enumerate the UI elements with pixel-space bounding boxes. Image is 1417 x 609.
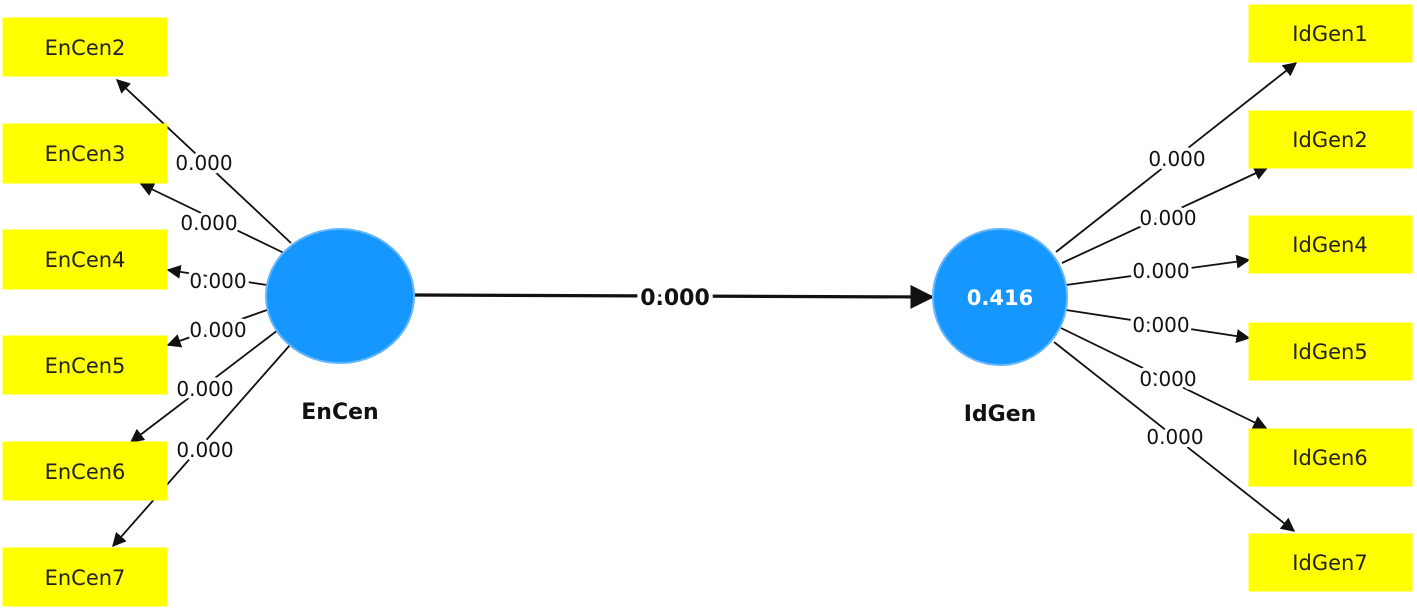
indicator-encen6[interactable]: EnCen6 bbox=[2, 441, 168, 501]
construct-idgen-value: 0.416 bbox=[967, 286, 1033, 310]
loading-arrow-encen5 bbox=[166, 309, 268, 348]
construct-encen-label: EnCen bbox=[301, 400, 378, 425]
indicator-label: IdGen6 bbox=[1292, 446, 1367, 470]
path-coefficient: 0.000 bbox=[640, 286, 710, 311]
loading-value-idgen7: 0.000 bbox=[1146, 425, 1203, 449]
indicator-encen4[interactable]: EnCen4 bbox=[2, 229, 168, 290]
indicator-label: EnCen7 bbox=[45, 566, 126, 590]
loading-value-idgen4: 0.000 bbox=[1132, 259, 1189, 283]
indicator-idgen1[interactable]: IdGen1 bbox=[1248, 4, 1413, 63]
indicator-encen5[interactable]: EnCen5 bbox=[2, 335, 168, 395]
loading-value-idgen2: 0.000 bbox=[1139, 206, 1196, 230]
loading-arrow-idgen2 bbox=[1061, 166, 1269, 264]
indicator-idgen4[interactable]: IdGen4 bbox=[1248, 215, 1413, 274]
loading-arrow-idgen5 bbox=[1065, 309, 1251, 344]
idgen-loadings: 0.000 0.000 0.000 0.000 0.000 0.000 bbox=[1053, 62, 1298, 532]
construct-encen-circle[interactable] bbox=[265, 228, 415, 364]
indicator-encen2[interactable]: EnCen2 bbox=[2, 17, 168, 77]
loading-arrow-encen2 bbox=[115, 79, 292, 244]
indicator-label: IdGen4 bbox=[1292, 233, 1367, 257]
idgen-indicators: IdGen1 IdGen2 IdGen4 IdGen5 IdGen6 IdGen… bbox=[1248, 4, 1413, 592]
indicator-label: EnCen3 bbox=[45, 142, 126, 166]
indicator-label: EnCen4 bbox=[45, 248, 126, 272]
indicator-idgen2[interactable]: IdGen2 bbox=[1248, 110, 1413, 169]
indicator-label: IdGen1 bbox=[1292, 22, 1367, 46]
loading-value-encen6: 0.000 bbox=[176, 377, 233, 401]
indicator-label: EnCen2 bbox=[45, 36, 126, 60]
loading-arrow-encen6 bbox=[129, 329, 279, 443]
indicator-label: IdGen2 bbox=[1292, 128, 1367, 152]
indicator-idgen7[interactable]: IdGen7 bbox=[1248, 533, 1413, 592]
construct-idgen-circle[interactable] bbox=[932, 228, 1068, 366]
encen-indicators: EnCen2 EnCen3 EnCen4 EnCen5 EnCen6 EnCen… bbox=[2, 17, 168, 607]
loading-arrow-encen4 bbox=[166, 264, 268, 286]
indicator-encen3[interactable]: EnCen3 bbox=[2, 123, 168, 184]
indicator-label: IdGen5 bbox=[1292, 340, 1367, 364]
loading-value-encen7: 0.000 bbox=[176, 438, 233, 462]
construct-encen[interactable]: EnCen bbox=[265, 228, 415, 425]
loading-value-encen3: 0.000 bbox=[180, 211, 237, 235]
loading-arrow-encen7 bbox=[112, 344, 291, 548]
structural-path[interactable]: 0.000 bbox=[413, 282, 935, 315]
loading-value-encen2: 0.000 bbox=[175, 151, 232, 175]
indicator-idgen5[interactable]: IdGen5 bbox=[1248, 322, 1413, 381]
indicator-label: IdGen7 bbox=[1292, 551, 1367, 575]
loading-value-encen4: 0.000 bbox=[189, 269, 246, 293]
indicator-encen7[interactable]: EnCen7 bbox=[2, 547, 168, 607]
loading-arrow-idgen4 bbox=[1065, 254, 1251, 286]
loading-arrow-idgen7 bbox=[1053, 341, 1296, 532]
loading-arrow-idgen6 bbox=[1060, 327, 1268, 429]
indicator-label: EnCen5 bbox=[45, 354, 126, 378]
loading-arrow-idgen1 bbox=[1055, 62, 1298, 253]
loading-value-encen5: 0.000 bbox=[189, 318, 246, 342]
indicator-label: EnCen6 bbox=[45, 460, 126, 484]
loading-value-idgen1: 0.000 bbox=[1148, 147, 1205, 171]
construct-idgen[interactable]: 0.416 IdGen bbox=[932, 228, 1068, 427]
indicator-idgen6[interactable]: IdGen6 bbox=[1248, 428, 1413, 487]
loading-arrow-encen3 bbox=[139, 183, 285, 254]
loading-value-idgen6: 0.000 bbox=[1139, 367, 1196, 391]
construct-idgen-label: IdGen bbox=[964, 402, 1037, 427]
path-arrow-encen-to-idgen[interactable] bbox=[413, 284, 935, 309]
loading-value-idgen5: 0.000 bbox=[1132, 313, 1189, 337]
encen-loadings: 0.000 0.000 0.000 0.000 0.000 0.000 bbox=[112, 79, 292, 548]
